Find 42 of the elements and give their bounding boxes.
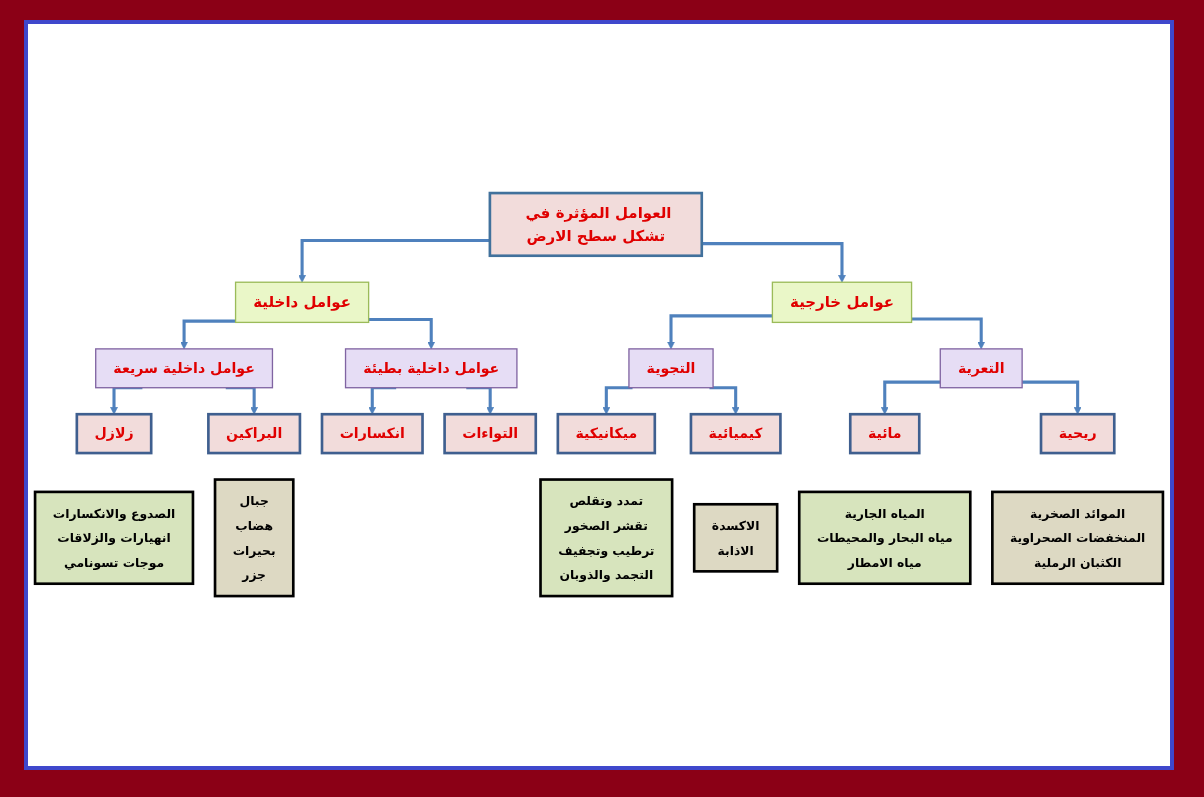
node-box: عوامل داخلية بطيئة: [344, 348, 518, 389]
arrow: [701, 242, 846, 283]
node-label: الصدوع والانكسارات: [52, 506, 176, 521]
node-box: ريحية: [1039, 413, 1116, 455]
arrow: [1022, 381, 1082, 415]
node-box: العوامل المؤثرة في تشكل سطح الارض: [488, 192, 704, 258]
arrow: [911, 317, 986, 350]
node-label: المنخفضات الصحراوية: [1010, 531, 1146, 546]
arrow: [298, 239, 490, 283]
node-box: عوامل داخلية سريعة: [95, 348, 274, 389]
node-label: الموائد الصخرية: [1030, 506, 1126, 521]
node-box: التواءات: [443, 413, 538, 455]
node-box: عوامل داخلية: [234, 282, 370, 324]
node-box: التجوية: [628, 348, 714, 389]
node-label: مياه البحار والمحيطات: [816, 531, 953, 546]
node-box: التعرية: [939, 348, 1023, 389]
node-label: المياه الجارية: [844, 506, 925, 521]
node-box: انكسارات: [320, 413, 424, 455]
node-label: تمدد وتقلص: [569, 494, 644, 509]
node-label: جزر: [242, 568, 267, 583]
arrow: [180, 319, 236, 350]
node-label: هضاب: [235, 518, 274, 533]
node-label: تقشر الصخور: [564, 518, 648, 533]
node-box: زلازل: [75, 413, 153, 455]
node-label: انهيارات والزلاقات: [57, 531, 171, 546]
arrow: [880, 381, 941, 415]
node-label: جبال: [239, 494, 269, 509]
arrow: [667, 314, 773, 350]
node-label: التجمد والذوبان: [559, 568, 654, 583]
node-label: ترطيب وتجفيف: [558, 543, 655, 558]
node-box: عوامل خارجية: [771, 282, 913, 324]
node-label: الاذابة: [717, 543, 754, 558]
node-label: الكثبان الرملية: [1033, 555, 1122, 571]
node-box: البراكين: [207, 413, 302, 455]
node-label: موجات تسونامي: [63, 555, 165, 571]
node-label: بحيرات: [232, 543, 276, 558]
arrow: [368, 318, 436, 350]
node-box: كيميائية: [689, 413, 782, 455]
node-box: مائية: [848, 413, 921, 455]
node-label: مياه الامطار: [847, 555, 922, 571]
node-label: الاكسدة: [711, 518, 760, 533]
node-box: ميكانيكية: [556, 413, 657, 455]
